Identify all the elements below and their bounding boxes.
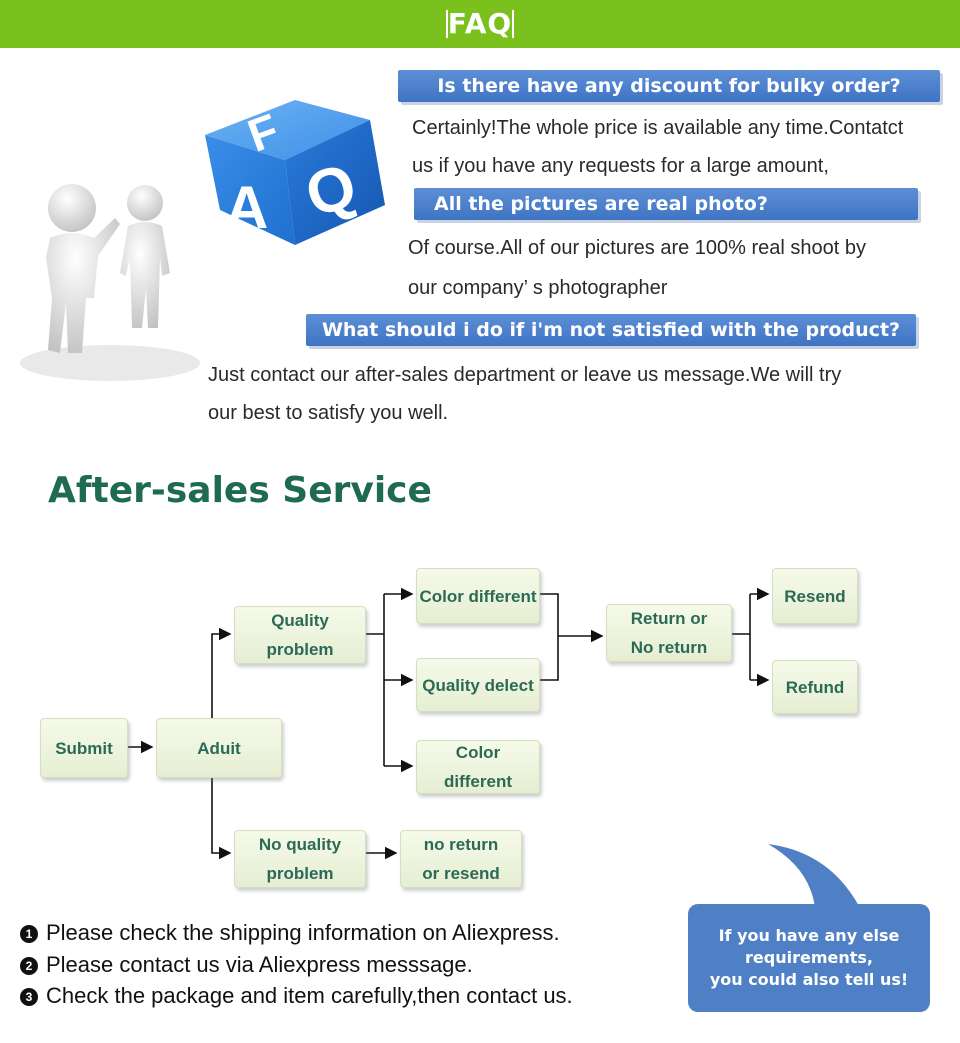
faq-answer-1-line-1: Certainly!The whole price is available a… [412,117,904,139]
flow-color-different-2-line-2: different [444,772,512,791]
bubble-line-3: you could also tell us! [709,970,909,989]
faq-answer-3-line-1: Just contact our after-sales department … [208,364,842,386]
flow-submit-box: Submit [40,718,128,778]
step-1-text: Please check the shipping information on… [46,920,560,945]
speech-bubble-tail-icon [768,844,860,908]
flow-no-quality-problem-line-1: No quality [258,835,342,854]
faq-question-1: Is there have any discount for bulky ord… [398,70,940,102]
faq-question-3: What should i do if i'm not satisfied wi… [306,314,916,346]
flow-return-line-2: No return [630,638,708,657]
faq-answer-2-line-1: Of course.All of our pictures are 100% r… [408,237,867,259]
flow-color-different-2-line-1: Color [455,743,501,762]
flow-quality-problem-box: Quality problem [234,606,366,664]
header-title: FAQ [447,7,513,40]
faq-question-2: All the pictures are real photo? [414,188,918,220]
faq-answer-3-line-2: our best to satisfy you well. [208,402,449,424]
step-3: 3 Check the package and item carefully,th… [20,983,573,1009]
flow-refund-box: Refund [772,660,858,714]
step-2-number-icon: 2 [20,957,38,975]
flow-quality-problem-line-2: problem [266,640,334,659]
flow-resend-box: Resend [772,568,858,624]
step-3-text: Check the package and item carefully,the… [46,983,573,1008]
header-divider-right [512,10,514,38]
flow-quality-delect-box: Quality delect [416,658,540,712]
step-1-number-icon: 1 [20,925,38,943]
flow-no-quality-problem-line-2: problem [266,864,334,883]
faq-answer-1-line-2: us if you have any requests for a large … [412,155,829,177]
header-divider-left [446,10,448,38]
flow-color-different-box-1: Color different [416,568,540,624]
step-2: 2 Please contact us via Aliexpress messsa… [20,952,473,978]
flow-no-return-line-2: or resend [422,864,500,883]
faq-answer-2-line-2: our company’ s photographer [408,277,668,299]
speech-bubble: If you have any else requirements, you c… [688,904,930,1012]
after-sales-title: After-sales Service [48,470,432,511]
flow-return-line-1: Return or [630,609,708,628]
flow-return-or-no-return-box: Return or No return [606,604,732,662]
step-1: 1 Please check the shipping information o… [20,920,560,946]
people-illustration-icon [20,178,205,383]
flow-color-different-box-2: Color different [416,740,540,794]
flow-aduit-box: Aduit [156,718,282,778]
flow-quality-problem-line-1: Quality [271,611,329,630]
flow-no-return-or-resend-box: no return or resend [400,830,522,888]
flow-no-return-line-1: no return [423,835,499,854]
bubble-line-1: If you have any else [718,926,900,945]
header-bar [0,0,960,48]
flow-no-quality-problem-box: No quality problem [234,830,366,888]
faq-cube-icon: F A Q [195,80,395,255]
cube-letter-a: A [225,174,268,241]
step-2-text: Please contact us via Aliexpress messsag… [46,952,473,977]
bubble-line-2: requirements, [745,948,873,967]
step-3-number-icon: 3 [20,988,38,1006]
